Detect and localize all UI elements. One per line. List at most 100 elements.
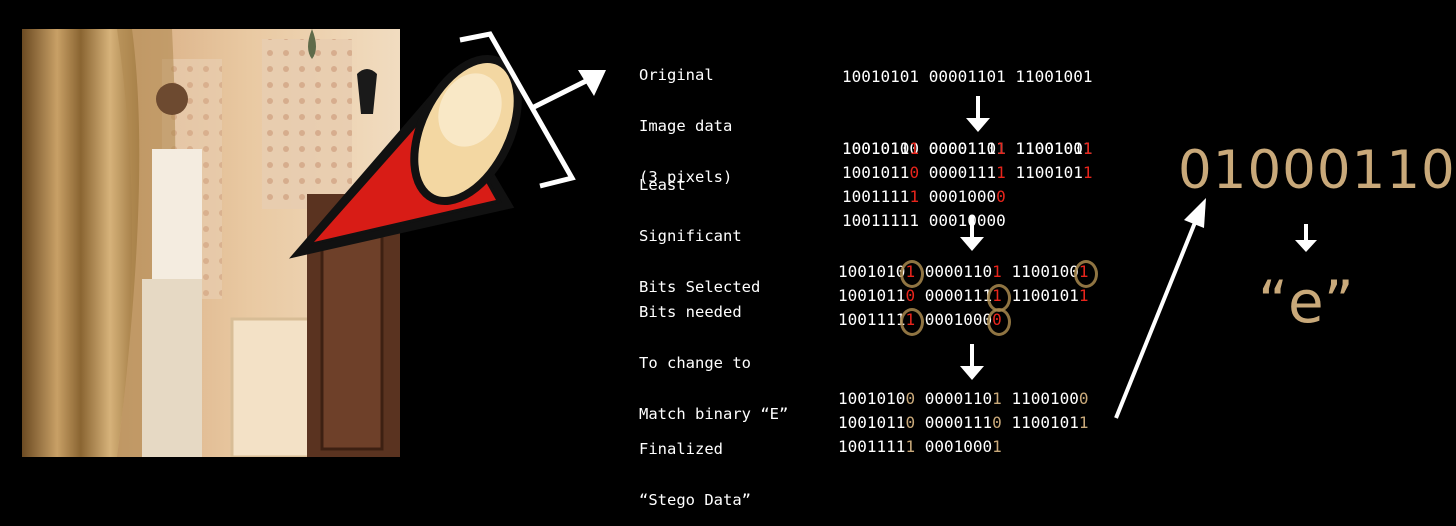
least-significant-bit: 1 <box>1078 286 1089 305</box>
least-significant-bit: 1 <box>1078 413 1089 432</box>
changed-bit: 1 <box>987 284 1011 312</box>
byte: 10010110 <box>842 163 919 182</box>
byte-bits: 0000110 <box>924 389 993 408</box>
byte: 11001001 <box>1011 260 1098 288</box>
binary-row: 10010110 00001111 11001011 <box>842 139 1093 158</box>
byte: 00010001 <box>925 437 1002 456</box>
byte-bits: 1001011 <box>838 286 906 305</box>
byte: 00001101 <box>929 139 1006 158</box>
least-significant-bit: 1 <box>909 139 920 158</box>
least-significant-bit: 0 <box>992 413 1002 432</box>
label-line: Significant <box>639 227 742 245</box>
byte: 00001111 <box>924 284 1011 312</box>
binary-row: 10010101 00001101 11001001 <box>842 137 1093 161</box>
binary-row: 10011111 00010000 <box>842 211 1006 230</box>
least-significant-bit: 1 <box>1082 139 1093 158</box>
least-significant-bit: 1 <box>996 139 1006 158</box>
byte-bits: 0000110 <box>928 139 997 158</box>
byte: 10010110 <box>838 286 915 305</box>
byte: 11001001 <box>1015 139 1092 158</box>
original-block: 10010101 00001101 11001001 10010110 0000… <box>842 17 1092 257</box>
byte-bits: 1100101 <box>1011 413 1079 432</box>
result-binary: 01000110 <box>1178 140 1456 201</box>
least-significant-bit: 1 <box>909 187 920 206</box>
label-line: Bits Selected <box>639 278 761 296</box>
byte-bits: 1100100 <box>1015 139 1083 158</box>
binary-row: 10010110 00001110 11001011 <box>838 411 1089 435</box>
byte-bits: 0000111 <box>924 413 993 432</box>
label-line: Match binary “E” <box>639 405 789 423</box>
least-significant-bit: 1 <box>992 437 1002 456</box>
least-significant-bit: 0 <box>1078 389 1089 408</box>
least-significant-bit: 1 <box>996 163 1006 182</box>
binary-row: 10011111 00010001 <box>838 435 1089 459</box>
least-significant-bit: 1 <box>1082 163 1093 182</box>
byte-bits: 1001111 <box>842 187 910 206</box>
byte: 00001110 <box>925 413 1002 432</box>
changed-bit: 1 <box>1074 260 1098 288</box>
least-significant-bit: 1 <box>992 389 1002 408</box>
byte: 00010000 <box>929 187 1006 206</box>
label-line: Finalized <box>639 440 723 458</box>
binary-row: 10010101 00001101 11001001 <box>838 260 1098 288</box>
changed-bit: 1 <box>900 260 924 288</box>
byte-bits: 1100101 <box>1015 163 1083 182</box>
byte: 10010101 <box>842 139 919 158</box>
label-line: To change to <box>639 354 751 372</box>
label-needed: Bits needed To change to Match binary “E… <box>639 270 788 440</box>
diagonal-arrow-line <box>1114 219 1198 419</box>
label-final: Finalized “Stego Data” <box>639 407 751 526</box>
changed-bit: 1 <box>900 308 924 336</box>
byte-bits: 1001010 <box>838 262 906 281</box>
label-lsb: Least Significant Bits Selected <box>639 143 760 313</box>
byte-bits: 1001010 <box>842 139 910 158</box>
byte-bits: 0001000 <box>928 187 997 206</box>
byte: 10011111 <box>838 308 924 336</box>
binary-row: 10010110 00001111 11001011 <box>842 161 1093 185</box>
down-arrow-3 <box>960 344 984 380</box>
byte-bits: 1001010 <box>838 389 906 408</box>
byte-bits: 0000111 <box>924 286 993 305</box>
label-original: Original Image data (3 pixels) <box>639 33 732 203</box>
byte: 10010110 <box>838 413 915 432</box>
bracket-arrow-line <box>530 75 594 111</box>
byte-bits: 1100100 <box>1011 262 1079 281</box>
byte: 10011111 <box>842 187 919 206</box>
binary-row: 10011111 00010000 <box>838 308 1089 336</box>
byte-bits: 1001111 <box>838 437 906 456</box>
least-significant-bit: 0 <box>909 163 920 182</box>
binary-row: 10010100 00001101 11001000 <box>838 387 1089 411</box>
byte: 00001101 <box>925 389 1002 408</box>
byte: 11001011 <box>1015 163 1092 182</box>
funnel-graphic <box>289 31 1317 419</box>
cover-image <box>22 29 400 457</box>
label-line: Original <box>639 66 714 84</box>
byte-bits: 1001011 <box>842 163 910 182</box>
changed-bit: 0 <box>987 308 1011 336</box>
byte-bits: 1001011 <box>838 413 906 432</box>
least-significant-bit: 1 <box>992 262 1002 281</box>
down-arrow-1 <box>966 96 990 132</box>
byte-bits: 0000111 <box>928 163 997 182</box>
byte: 11001011 <box>1011 286 1088 305</box>
binary-row: 10010101 00001101 11001001 <box>842 67 1093 86</box>
label-line: Bits needed <box>639 303 742 321</box>
least-significant-bit: 0 <box>905 413 916 432</box>
least-significant-bit: 0 <box>905 286 916 305</box>
binary-row: 10010110 00001111 11001011 <box>838 284 1089 312</box>
down-arrow-2 <box>960 215 984 251</box>
label-line: Least <box>639 176 686 194</box>
byte-bits: 1100101 <box>1011 286 1079 305</box>
byte: 11001000 <box>1011 389 1088 408</box>
byte: 00010000 <box>925 308 1011 336</box>
label-line: “Stego Data” <box>639 491 751 509</box>
least-significant-bit: 1 <box>905 437 916 456</box>
least-significant-bit: 0 <box>996 187 1006 206</box>
diagonal-arrow-head <box>1184 198 1206 228</box>
label-line: (3 pixels) <box>639 168 733 186</box>
byte: 10011111 <box>838 437 915 456</box>
byte: 10010100 <box>838 389 915 408</box>
